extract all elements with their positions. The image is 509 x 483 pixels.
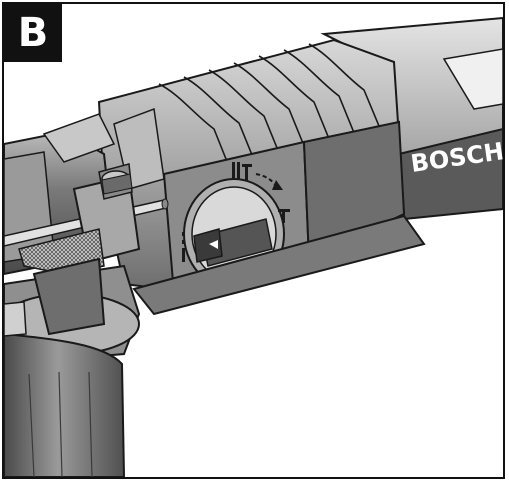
rear-housing	[320, 16, 503, 221]
cooling-ribs	[158, 43, 385, 180]
auxiliary-handle[interactable]	[4, 257, 141, 477]
figure-frame: B	[2, 2, 505, 479]
hammer-drill-mode-icon	[232, 162, 252, 180]
housing-lower-edge	[132, 214, 426, 316]
drill-only-mode-icon	[182, 232, 185, 262]
chisel-mode-icon	[278, 209, 290, 223]
rotary-hammer-illustration: BOSCH	[4, 16, 503, 477]
pointer-arrow-icon	[209, 240, 218, 249]
figure-label: B	[4, 4, 62, 62]
curved-arrow-icon	[255, 173, 283, 190]
